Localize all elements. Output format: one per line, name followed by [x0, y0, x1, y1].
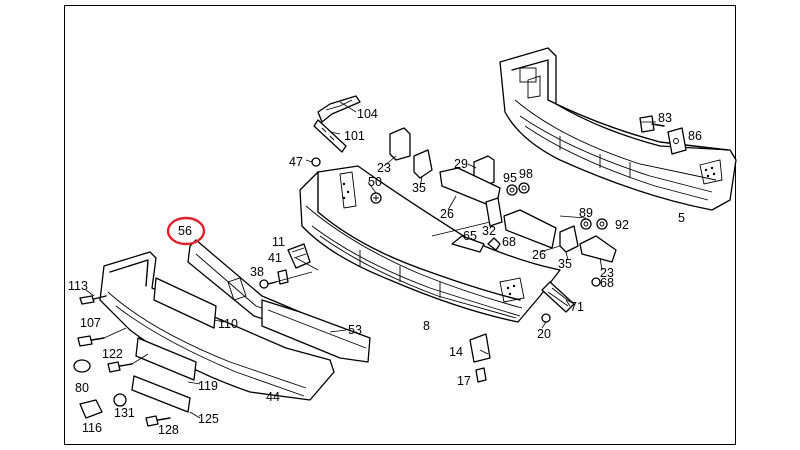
label-83: 83 — [658, 111, 672, 125]
bracket-14[interactable] — [469, 333, 491, 363]
label-86: 86 — [688, 129, 702, 143]
label-68a: 68 — [502, 235, 516, 249]
clip-131[interactable] — [113, 393, 127, 407]
label-23b: 23 — [600, 266, 614, 280]
washer-98[interactable] — [518, 182, 530, 194]
clip-17[interactable] — [475, 367, 487, 383]
label-20: 20 — [537, 327, 551, 341]
grille-71[interactable] — [541, 281, 575, 313]
label-80: 80 — [75, 381, 89, 395]
screw-113[interactable] — [79, 295, 107, 305]
label-8: 8 — [423, 319, 430, 333]
mount-11[interactable] — [287, 243, 311, 269]
label-35b: 35 — [558, 257, 572, 271]
label-17: 17 — [457, 374, 471, 388]
front-bumper-cover[interactable] — [299, 165, 561, 323]
label-35a: 35 — [412, 181, 426, 195]
label-68b: 68 — [600, 276, 614, 290]
label-53: 53 — [348, 323, 362, 337]
label-41: 41 — [268, 251, 282, 265]
highlight-circle — [166, 216, 206, 246]
label-32: 32 — [482, 224, 496, 238]
screw-128[interactable] — [145, 415, 171, 427]
label-119: 119 — [198, 379, 218, 393]
screw-20[interactable] — [541, 313, 551, 323]
screw-50[interactable] — [370, 192, 382, 204]
plug-116[interactable] — [79, 399, 103, 419]
bracket-104[interactable] — [317, 95, 361, 123]
label-89: 89 — [579, 206, 593, 220]
label-125: 125 — [198, 412, 219, 426]
label-71: 71 — [570, 300, 584, 314]
washer-92[interactable] — [596, 218, 608, 230]
label-38: 38 — [250, 265, 264, 279]
label-47: 47 — [289, 155, 303, 169]
rear-bumper[interactable] — [499, 47, 737, 211]
bumper-53[interactable] — [261, 299, 371, 363]
label-122: 122 — [102, 347, 123, 361]
label-95: 95 — [503, 171, 517, 185]
label-101: 101 — [344, 129, 365, 143]
label-131: 131 — [114, 406, 135, 420]
label-104: 104 — [357, 107, 378, 121]
screw-122[interactable] — [107, 361, 133, 373]
holder-35a[interactable] — [413, 149, 433, 179]
strip-125[interactable] — [131, 375, 191, 413]
washer-95[interactable] — [506, 184, 518, 196]
label-26b: 26 — [532, 248, 546, 262]
label-11: 11 — [272, 235, 285, 249]
block-26b[interactable] — [503, 209, 557, 249]
clip-68a[interactable] — [487, 237, 501, 251]
clip-68b[interactable] — [591, 277, 601, 287]
label-128: 128 — [158, 423, 179, 437]
guide-23a[interactable] — [389, 127, 411, 161]
label-29: 29 — [454, 157, 468, 171]
label-44: 44 — [266, 390, 280, 404]
plate-110[interactable] — [153, 277, 217, 329]
part-labels: 104 101 47 23 50 35 29 95 98 26 32 65 68… — [68, 107, 702, 437]
piece-65[interactable] — [451, 235, 485, 253]
label-110: 110 — [218, 317, 238, 331]
label-56: 56 — [178, 224, 192, 238]
label-65: 65 — [463, 229, 477, 243]
lower-bumper[interactable] — [99, 251, 335, 401]
label-107: 107 — [80, 316, 101, 330]
label-98: 98 — [519, 167, 533, 181]
screw-107[interactable] — [77, 335, 105, 347]
label-14: 14 — [449, 345, 463, 359]
holder-35b[interactable] — [559, 225, 579, 253]
label-116: 116 — [82, 421, 102, 435]
label-92: 92 — [615, 218, 629, 232]
label-23a: 23 — [377, 161, 391, 175]
leader-lines — [85, 101, 656, 419]
label-50: 50 — [368, 175, 382, 189]
bolt-83[interactable] — [639, 115, 665, 133]
bracket-41[interactable] — [277, 269, 289, 285]
strip-101[interactable] — [313, 119, 347, 153]
diagram-frame — [64, 5, 736, 445]
washer-89[interactable] — [580, 218, 592, 230]
label-5: 5 — [678, 211, 685, 225]
bracket-86[interactable] — [667, 127, 687, 155]
guide-23b[interactable] — [579, 235, 617, 263]
label-26a: 26 — [440, 207, 454, 221]
clip-47[interactable] — [311, 157, 321, 167]
plug-80[interactable] — [73, 359, 91, 373]
clip-32[interactable] — [485, 197, 503, 227]
label-113: 113 — [68, 279, 88, 293]
strip-119[interactable] — [135, 337, 197, 381]
